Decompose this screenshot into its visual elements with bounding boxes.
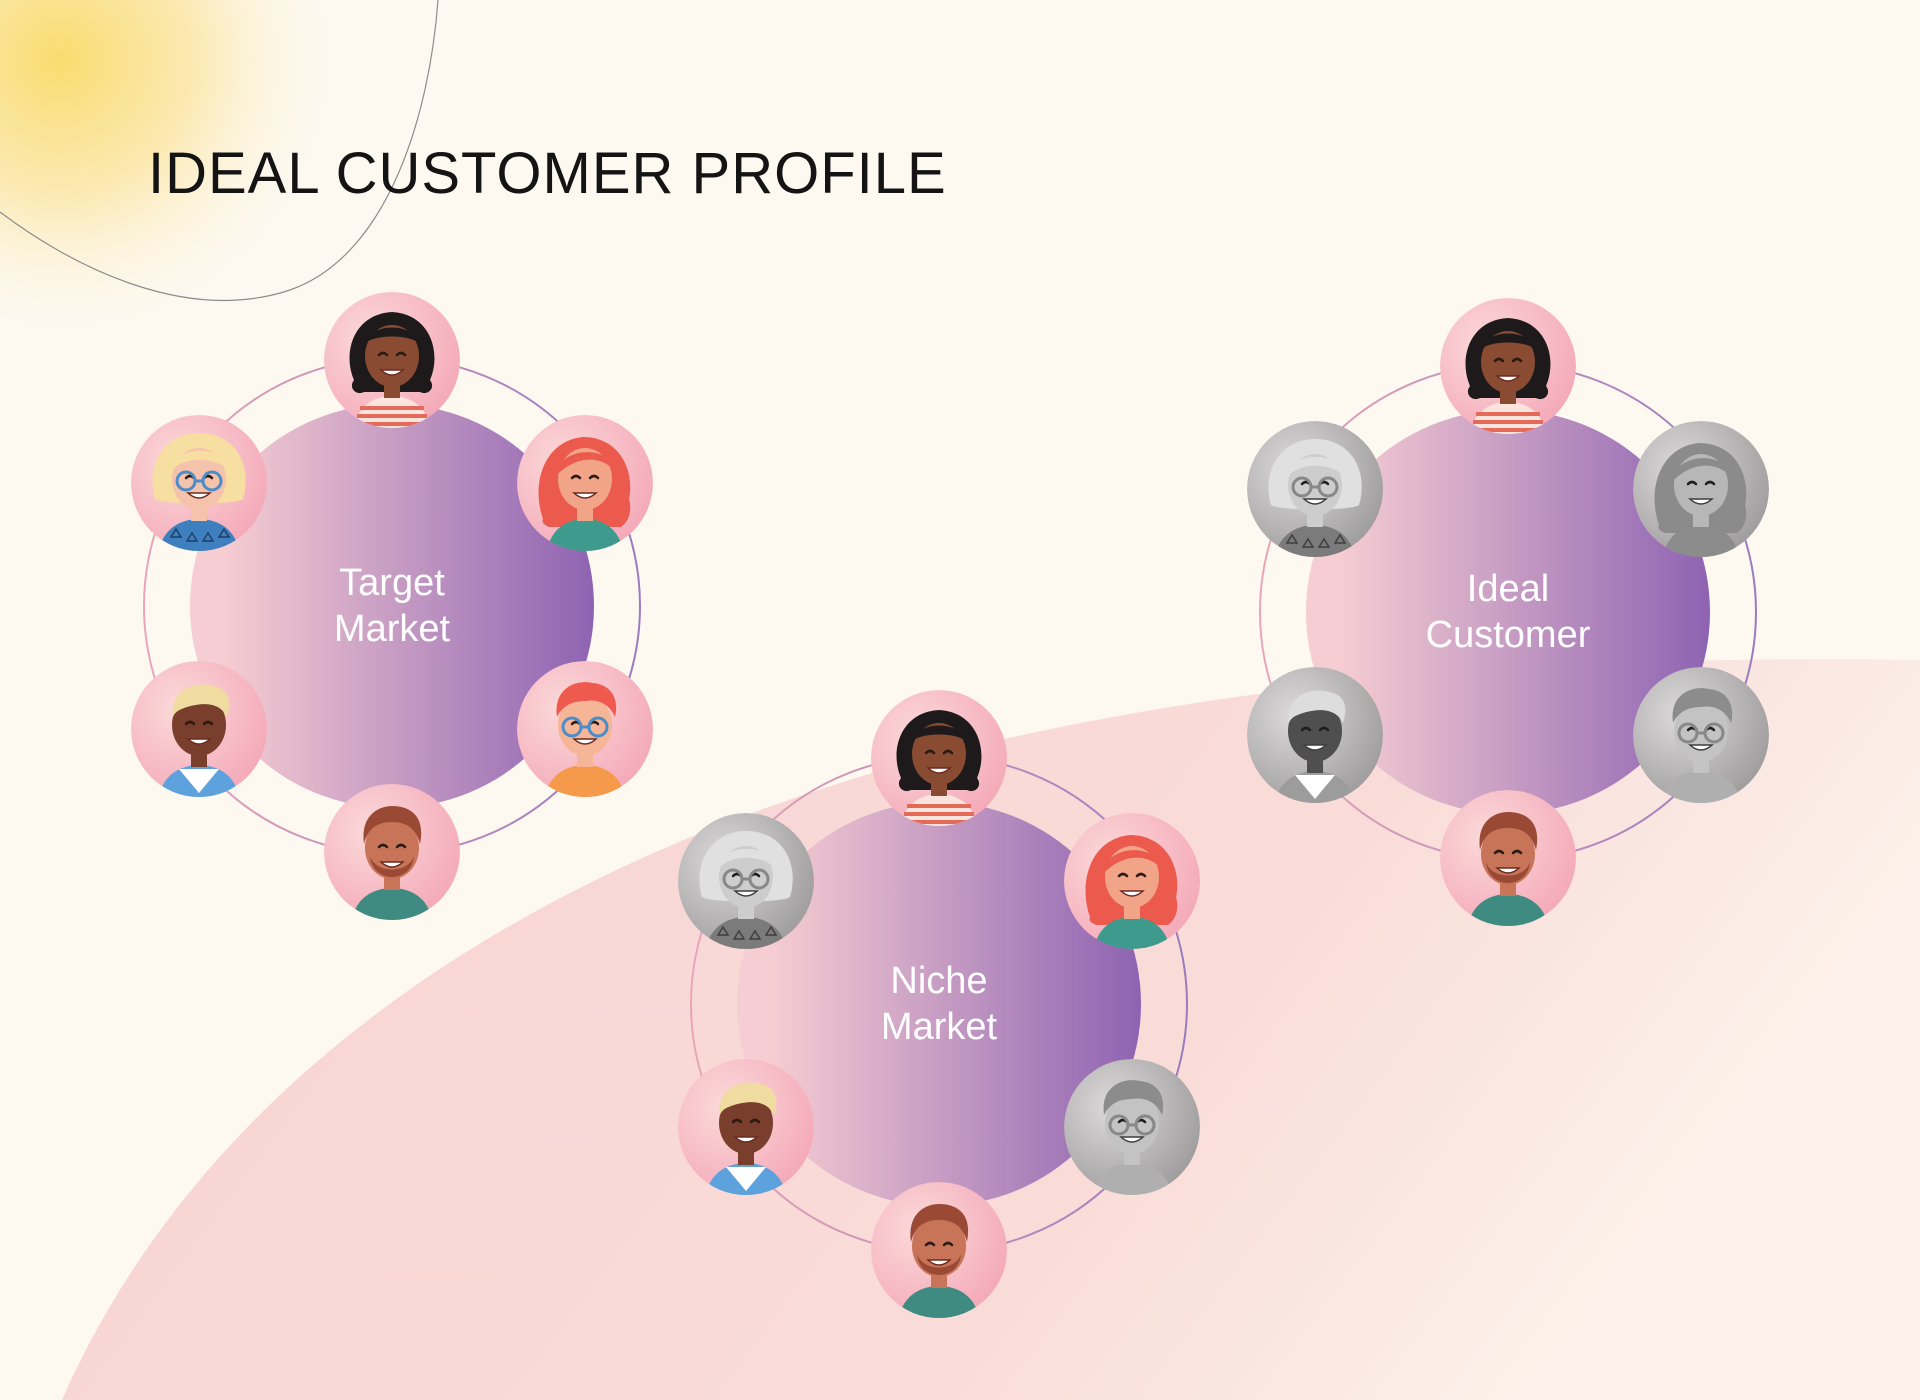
avatar-woman-blonde-glasses bbox=[130, 415, 267, 552]
avatar-man-beard bbox=[1440, 789, 1576, 926]
avatar-man-beard bbox=[871, 1181, 1007, 1318]
avatar-man-blond bbox=[677, 1058, 814, 1195]
avatar-man-red-hair-glasses-inactive bbox=[1064, 1058, 1201, 1195]
avatar-woman-red-hair bbox=[517, 415, 654, 552]
avatar-woman-blonde-glasses-inactive bbox=[1246, 421, 1383, 558]
avatar-man-red-hair-glasses-inactive bbox=[1633, 666, 1770, 803]
avatar-man-blond bbox=[130, 660, 267, 797]
sun-glow bbox=[0, 0, 350, 350]
avatar-woman-curly-hair bbox=[871, 690, 1007, 827]
corner-arc bbox=[0, 0, 439, 302]
avatar-man-blond-inactive bbox=[1246, 666, 1383, 803]
page-title: IDEAL CUSTOMER PROFILE bbox=[148, 141, 947, 206]
avatar-woman-blonde-glasses-inactive bbox=[677, 813, 814, 950]
avatar-woman-red-hair-inactive bbox=[1633, 421, 1770, 558]
avatar-woman-red-hair bbox=[1064, 813, 1201, 950]
avatar-man-beard bbox=[324, 783, 460, 920]
avatar-woman-curly-hair bbox=[1440, 298, 1576, 435]
avatar-man-red-hair-glasses bbox=[517, 660, 654, 797]
avatar-woman-curly-hair bbox=[324, 292, 460, 429]
